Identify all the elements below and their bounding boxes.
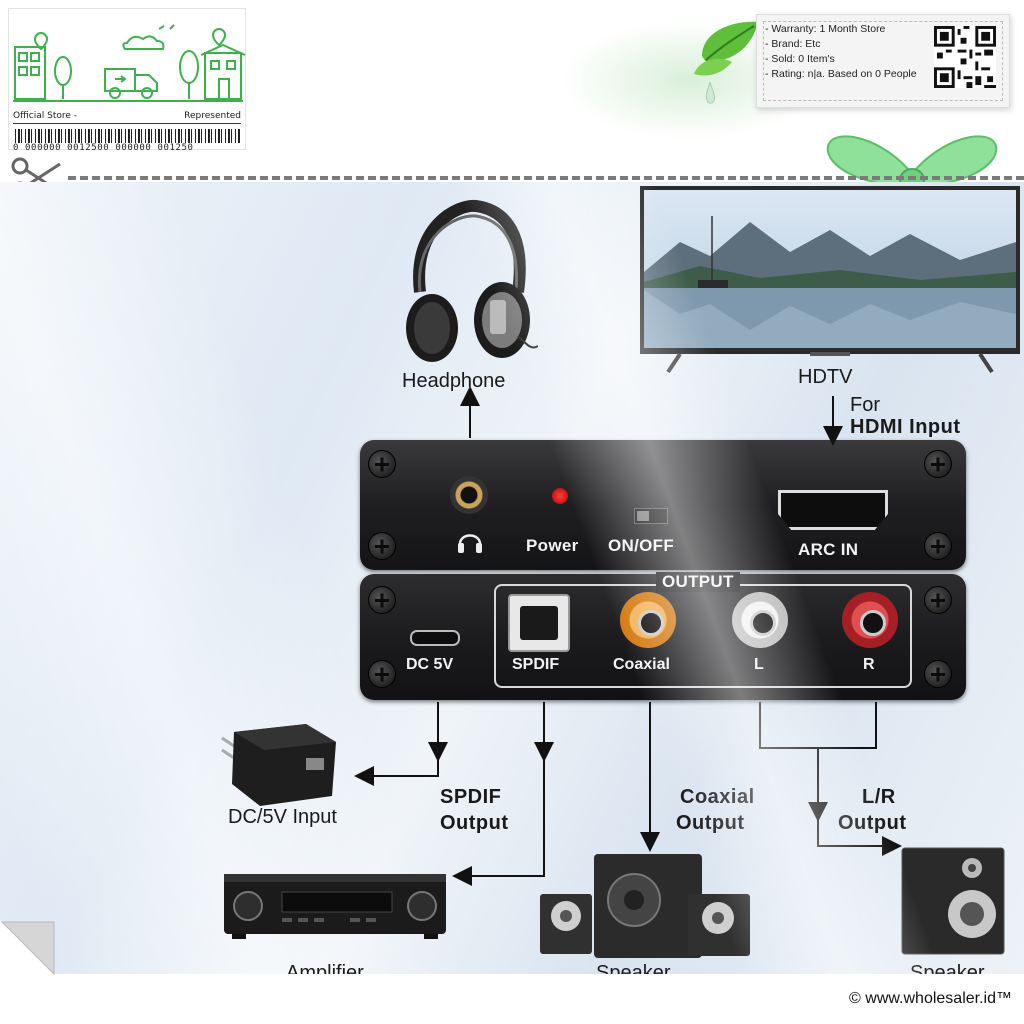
copyright-footer: © www.wholesaler.id™ xyxy=(849,990,1012,1007)
screw-icon xyxy=(368,586,396,614)
dc5v-label: DC 5V xyxy=(406,656,454,673)
dc-input-label: DC/5V Input xyxy=(228,806,337,828)
right-audio-port xyxy=(842,592,898,648)
micro-usb-port xyxy=(410,630,460,646)
warranty-text: - Warranty: 1 Month Store xyxy=(765,23,886,35)
product-diagram: Headphone HDTV For HDMI Input Power ON/O… xyxy=(0,182,1024,974)
rating-text: - Rating: n|a. Based on 0 People xyxy=(765,68,917,80)
hdmi-port xyxy=(778,490,888,530)
output-label: OUTPUT xyxy=(656,572,740,592)
spdif-output-label-2: Output xyxy=(440,812,509,834)
screw-icon xyxy=(924,532,952,560)
power-label: Power xyxy=(526,536,579,555)
screw-icon xyxy=(368,532,396,560)
cut-line xyxy=(68,176,1024,180)
hdmi-input-label: HDMI Input xyxy=(850,416,961,438)
store-left-label: Official Store - xyxy=(13,110,78,121)
lr-output-label-2: Output xyxy=(838,812,907,834)
screw-icon xyxy=(924,450,952,478)
store-right-label: Represented xyxy=(184,110,241,121)
screw-icon xyxy=(368,660,396,688)
amplifier-image xyxy=(224,874,446,939)
right-label: R xyxy=(863,656,875,673)
spdif-output-label-1: SPDIF xyxy=(440,786,502,808)
screw-icon xyxy=(924,660,952,688)
qr-code-icon xyxy=(934,26,996,88)
screw-icon xyxy=(924,586,952,614)
connection-arrows xyxy=(354,386,902,886)
info-dashed-frame xyxy=(763,21,1003,101)
coaxial-output-label-2: Output xyxy=(676,812,745,834)
spdif-label: SPDIF xyxy=(512,656,560,673)
leaf-icon xyxy=(694,21,758,104)
left-audio-port xyxy=(732,592,788,648)
store-card: Official Store - Represented 0 000000 00… xyxy=(8,8,246,153)
coaxial-output-label-1: Coaxial xyxy=(680,786,755,808)
speaker-right-label: Speaker xyxy=(910,962,985,974)
spdif-port xyxy=(508,594,570,652)
store-row: Official Store - Represented xyxy=(13,108,241,124)
on-off-switch[interactable] xyxy=(634,508,668,524)
speaker-center-label: Speaker xyxy=(596,962,671,974)
headphone-jack xyxy=(450,476,488,514)
hdtv-image xyxy=(640,186,1020,374)
speaker-set-image xyxy=(540,854,750,958)
headphone-icon xyxy=(458,534,482,553)
power-led xyxy=(552,488,568,504)
on-off-label: ON/OFF xyxy=(608,536,675,555)
arc-in-label: ARC IN xyxy=(798,540,859,559)
power-adapter-image xyxy=(221,724,336,806)
hdtv-label: HDTV xyxy=(798,366,853,388)
speaker-right-image xyxy=(901,847,1005,955)
lr-output-label-1: L/R xyxy=(862,786,896,808)
brand-text: - Brand: Etc xyxy=(765,38,821,50)
screw-icon xyxy=(368,450,396,478)
barcode-number: 0 000000 0012500 000000 001250 xyxy=(13,143,194,153)
page-curl-icon xyxy=(0,920,56,976)
amplifier-label: Amplifier xyxy=(286,962,364,974)
coaxial-port xyxy=(620,592,676,648)
town-illustration xyxy=(13,24,246,102)
barcode xyxy=(15,129,241,143)
sold-text: - Sold: 0 Item's xyxy=(765,53,835,65)
left-label: L xyxy=(754,656,764,673)
info-lines: - Warranty: 1 Month Store - Brand: Etc -… xyxy=(765,22,917,82)
for-label: For xyxy=(850,394,880,416)
